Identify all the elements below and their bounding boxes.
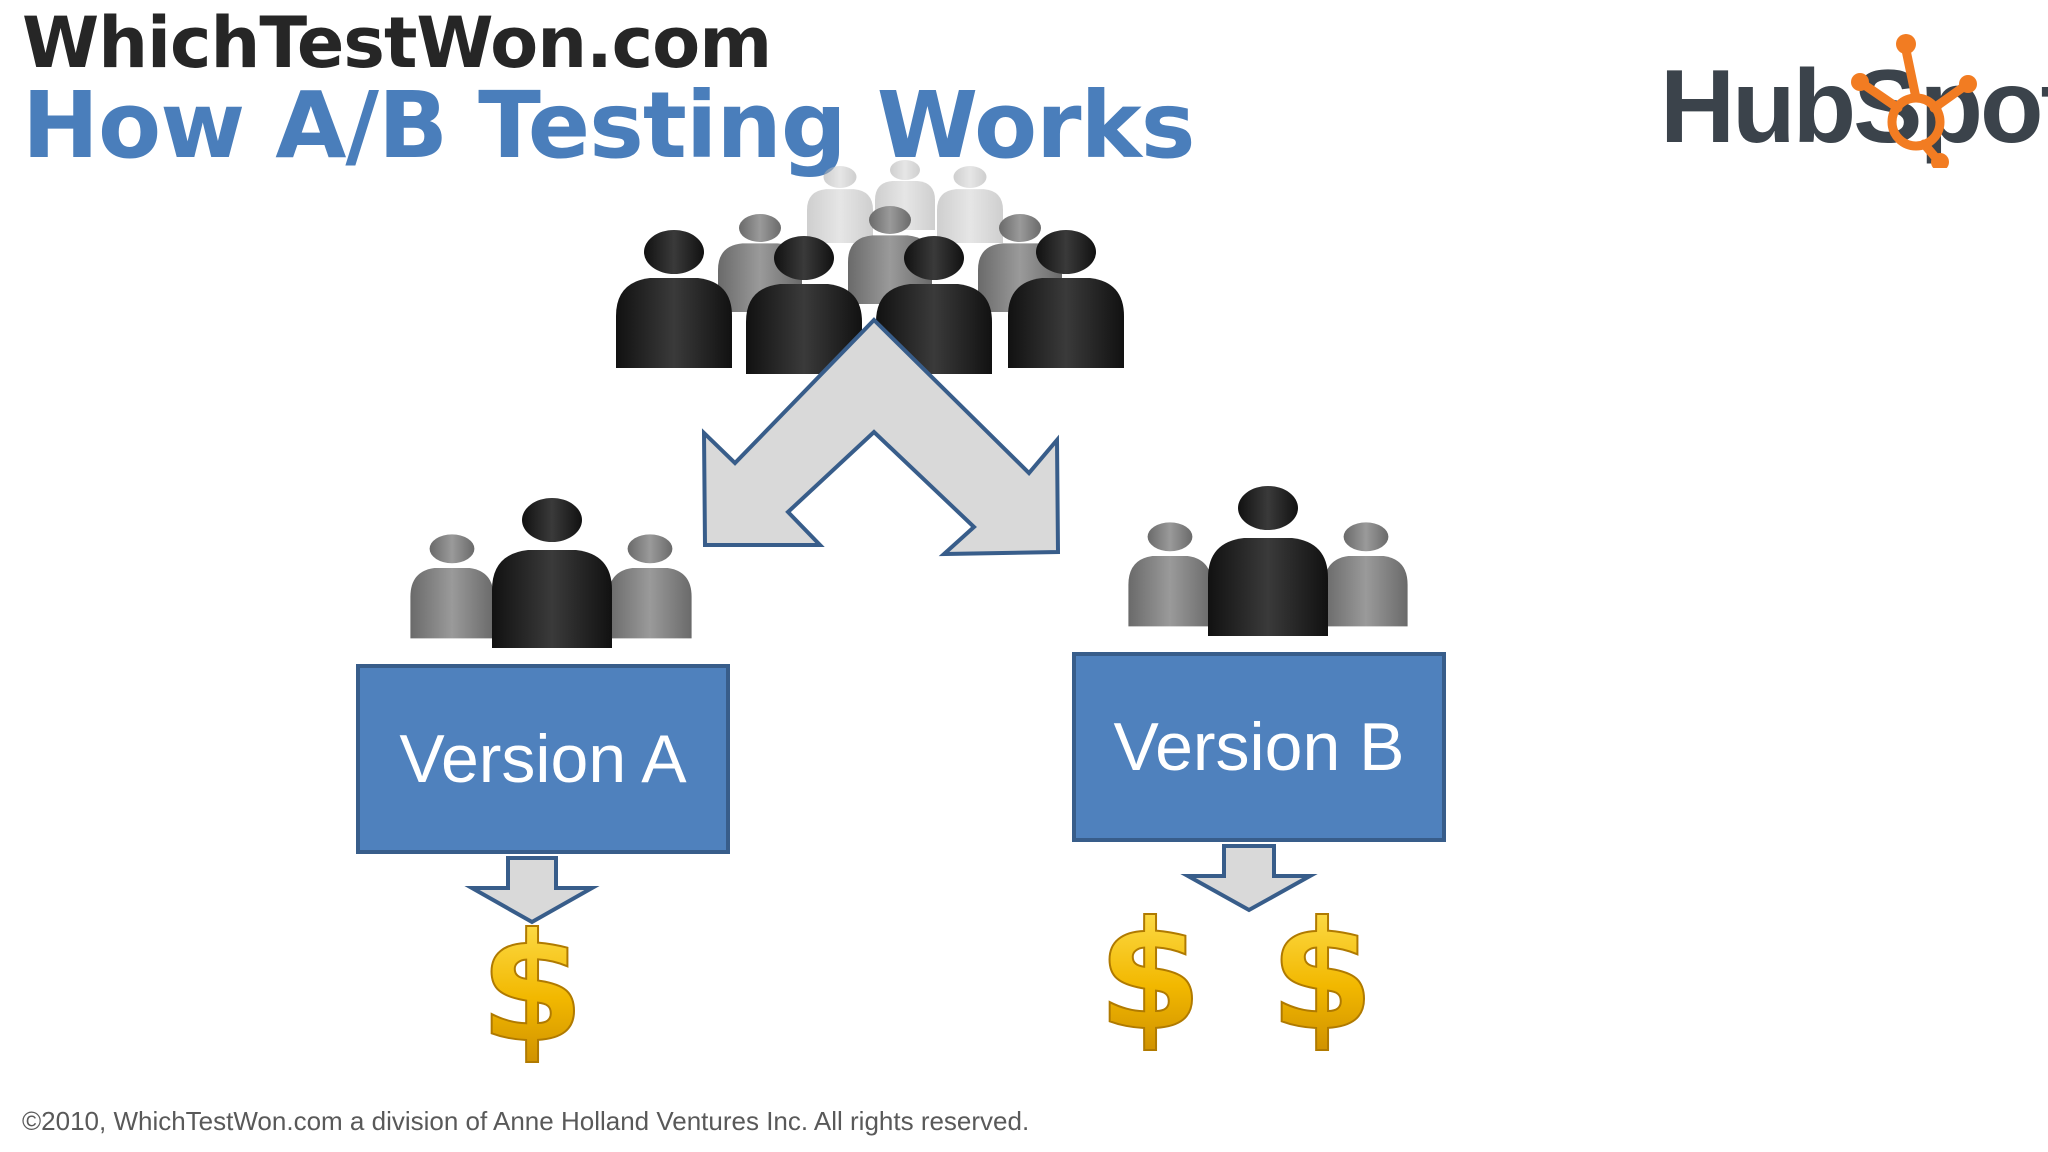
split-arrow-icon xyxy=(701,317,1061,557)
site-title: WhichTestWon.com xyxy=(22,2,772,84)
people-group-icon xyxy=(410,498,692,648)
hubspot-logo: HubSpot xyxy=(1660,28,2048,168)
logo-text: HubSpot xyxy=(1660,49,2048,165)
down-arrow-icon xyxy=(1180,844,1318,913)
slide-title: How A/B Testing Works xyxy=(22,72,1195,179)
dollar-sign-icon: $ xyxy=(1097,889,1203,1065)
svg-text:$: $ xyxy=(1270,890,1374,1064)
dollar-sign-icon: $ xyxy=(1269,889,1375,1065)
svg-text:$: $ xyxy=(1098,890,1202,1064)
version-a-box: Version A xyxy=(356,664,730,854)
copyright-footer: ©2010, WhichTestWon.com a division of An… xyxy=(22,1106,1030,1136)
svg-text:$: $ xyxy=(480,902,584,1076)
sprocket-icon xyxy=(1851,34,1977,168)
version-a-label: Version A xyxy=(399,721,687,797)
version-b-label: Version B xyxy=(1113,709,1405,785)
dollar-sign-icon: $ xyxy=(479,901,585,1077)
version-b-box: Version B xyxy=(1072,652,1446,842)
down-arrow-icon xyxy=(464,856,600,925)
people-group-icon xyxy=(1128,486,1408,636)
